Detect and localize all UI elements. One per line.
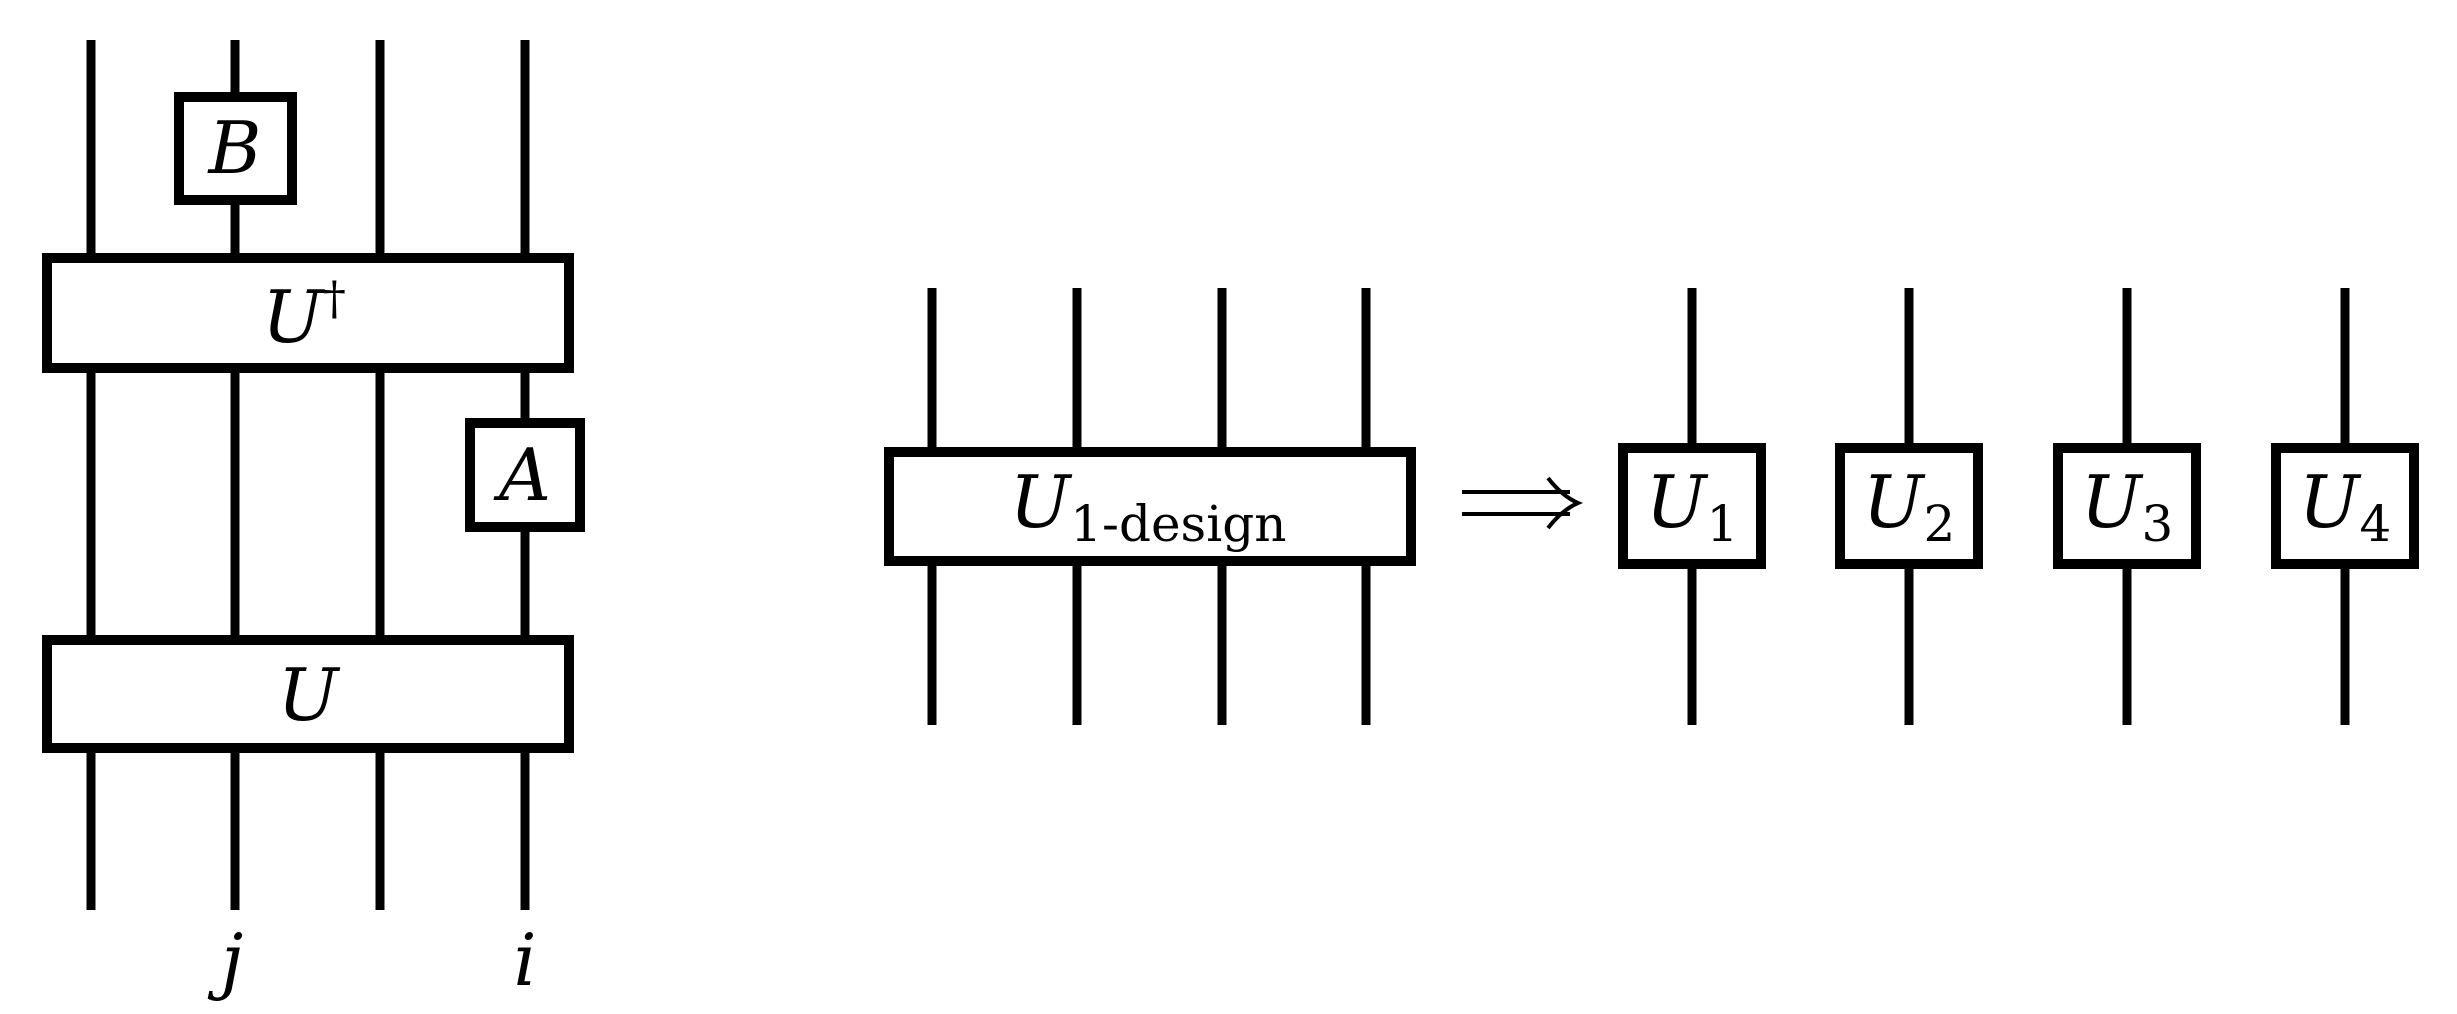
wire-label-j: j	[207, 918, 243, 1002]
gate-b-label: B	[207, 106, 262, 190]
local-gate-3-label: U3	[2081, 460, 2174, 553]
implies-arrow-head	[1546, 476, 1583, 530]
gate-u-label: U	[278, 653, 341, 737]
implies-arrow	[1462, 476, 1583, 530]
gate-u-dagger-base: U	[262, 275, 325, 359]
local-gate-3-box	[2053, 443, 2201, 569]
local-gate-2-subscript: 2	[1923, 495, 1955, 553]
gate-a-box	[465, 418, 585, 532]
local-gate-1-box	[1618, 443, 1766, 569]
wire-label-i: i	[513, 918, 536, 1002]
local-gate-1-subscript: 1	[1706, 495, 1738, 553]
design-gate-base: U	[1010, 460, 1073, 544]
gate-b-box	[174, 92, 297, 205]
gate-u-dagger-superscript: †	[323, 271, 346, 325]
left-circuit: B U† A U j i	[42, 40, 585, 1002]
design-gate-subscript: 1-design	[1070, 495, 1286, 553]
local-gate-4-base: U	[2299, 460, 2362, 544]
local-gate-4-label: U4	[2299, 460, 2392, 553]
gate-a-label: A	[493, 433, 551, 517]
design-gate-box	[884, 447, 1416, 566]
local-gate-3-base: U	[2081, 460, 2144, 544]
gate-u-dagger-box	[42, 253, 574, 373]
local-gate-1-base: U	[1646, 460, 1709, 544]
local-gate-1-label: U1	[1646, 460, 1739, 553]
local-gate-2-box	[1835, 443, 1983, 569]
local-gate-2-label: U2	[1863, 460, 1956, 553]
local-gates: U1 U2 U3 U4	[1618, 288, 2419, 725]
local-gate-4-box	[2271, 443, 2419, 569]
design-gate-label: U1-design	[1010, 460, 1287, 553]
local-gate-2-base: U	[1863, 460, 1926, 544]
local-gate-3-subscript: 3	[2141, 495, 2173, 553]
gate-u-dagger-label: U†	[262, 271, 346, 359]
gate-u-box	[42, 635, 574, 753]
local-gate-4-subscript: 4	[2359, 495, 2391, 553]
design-circuit: U1-design	[884, 288, 1416, 725]
